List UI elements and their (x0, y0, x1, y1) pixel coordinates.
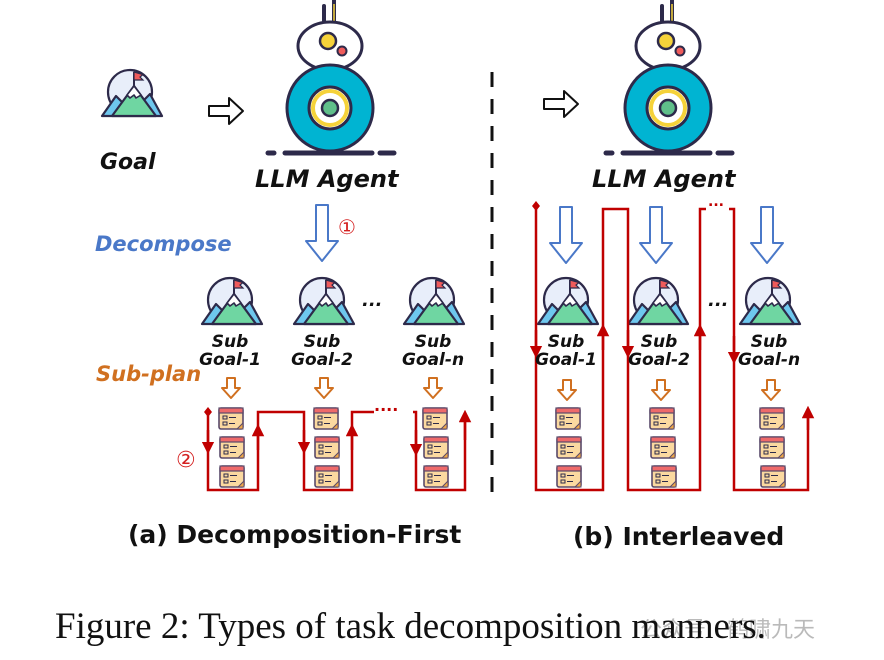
plan-icon (760, 465, 786, 488)
plan-icon (649, 407, 675, 430)
subgoal-icon (402, 276, 466, 326)
subgoal-line2: Goal-1 (199, 350, 261, 370)
plan-icon (423, 436, 449, 459)
subgoal-line2: Goal-1 (535, 350, 597, 370)
robot-agent-icon (268, 0, 394, 153)
subgoal-ellipsis: ... (708, 290, 729, 311)
subgoal-line1: Sub (414, 332, 452, 352)
plan-icon (650, 436, 676, 459)
subgoal-label: Sub Goal-1 (531, 333, 601, 369)
subgoal-icon (626, 276, 690, 326)
plan-icon (423, 465, 449, 488)
subcaption-a: (a) Decomposition-First (128, 520, 462, 549)
right-arrow-icon (543, 90, 579, 118)
subplan-arrow-icon (651, 379, 671, 401)
plan-icon (555, 407, 581, 430)
figure-caption: Figure 2: Types of task decomposition ma… (55, 606, 766, 647)
plan-stack (218, 407, 449, 488)
plan-icon (556, 436, 582, 459)
subplan-label: Sub-plan (96, 362, 202, 386)
subgoal-line1: Sub (547, 332, 585, 352)
subplan-arrow-icon (761, 379, 781, 401)
agent-label: LLM Agent (592, 165, 736, 193)
plan-icon (313, 407, 339, 430)
plan-stack (555, 407, 786, 488)
decompose-label: Decompose (95, 232, 232, 256)
subgoal-icon (536, 276, 600, 326)
subgoal-icon (292, 276, 356, 326)
subgoal-line1: Sub (303, 332, 341, 352)
plan-icon (314, 465, 340, 488)
plan-icon (314, 436, 340, 459)
plan-icon (759, 407, 785, 430)
subgoal-line2: Goal-2 (628, 350, 690, 370)
subgoal-icon (738, 276, 802, 326)
execution-path-a (201, 407, 472, 492)
decompose-arrow-icon (750, 206, 784, 264)
step-1-marker: ① (338, 215, 356, 239)
execution-path-b (529, 201, 815, 492)
watermark: 公众号 · 鹤啸九天 (640, 618, 815, 643)
plan-icon (556, 465, 582, 488)
subcaption-b: (b) Interleaved (573, 522, 785, 551)
decompose-arrow-icon (639, 206, 673, 264)
subgoal-line1: Sub (211, 332, 249, 352)
plan-icon (219, 465, 245, 488)
decompose-arrow-icon (305, 204, 339, 262)
subplan-arrow-icon (557, 379, 577, 401)
step-2-marker: ② (176, 448, 196, 473)
plan-icon (759, 436, 785, 459)
subgoal-line2: Goal-n (737, 350, 801, 370)
decompose-arrow-icon (549, 206, 583, 264)
plan-icon (422, 407, 448, 430)
subplan-arrow-icon (314, 377, 334, 399)
subgoal-line2: Goal-2 (291, 350, 353, 370)
plan-icon (218, 407, 244, 430)
plan-icon (651, 465, 677, 488)
goal-label: Goal (100, 150, 156, 175)
subplan-arrow-icon (221, 377, 241, 399)
subgoal-ellipsis: ... (362, 290, 383, 311)
plan-icon (219, 436, 245, 459)
subgoal-label: Sub Goal-n (734, 333, 804, 369)
path-ellipsis: .... (374, 396, 399, 415)
subgoal-label: Sub Goal-1 (195, 333, 265, 369)
subgoal-label: Sub Goal-n (398, 333, 468, 369)
subgoal-label: Sub Goal-2 (624, 333, 694, 369)
subgoal-line2: Goal-n (401, 350, 465, 370)
subgoal-icon (200, 276, 264, 326)
right-arrow-icon (208, 97, 244, 125)
agent-label: LLM Agent (255, 165, 399, 193)
subplan-arrow-icon (423, 377, 443, 399)
path-ellipsis: ... (708, 194, 724, 210)
subgoal-label: Sub Goal-2 (287, 333, 357, 369)
subgoal-line1: Sub (640, 332, 678, 352)
goal-icon (100, 68, 164, 118)
subgoal-line1: Sub (750, 332, 788, 352)
robot-agent-icon (606, 0, 732, 153)
